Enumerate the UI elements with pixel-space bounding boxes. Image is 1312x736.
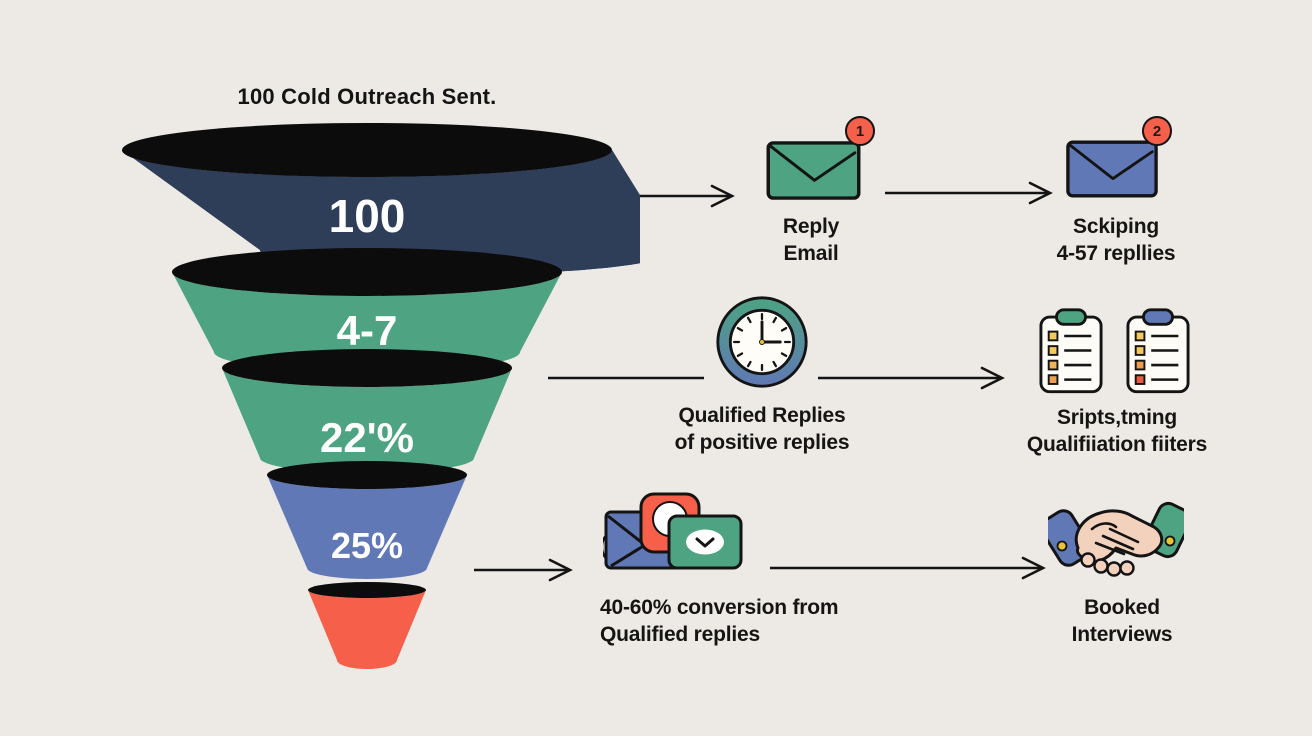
checklist-rows bbox=[1047, 330, 1092, 385]
envelope-flap bbox=[768, 144, 857, 182]
clipboard-group bbox=[1039, 308, 1190, 394]
funnel-stage-1-value: 100 bbox=[329, 190, 406, 242]
funnel-stage-5-opening bbox=[308, 582, 426, 598]
label-qualified-replies: Qualified Replies of positive replies bbox=[674, 404, 850, 454]
envelope-icon bbox=[766, 141, 861, 200]
confirm-oval bbox=[686, 529, 724, 555]
funnel-stage-3-value: 22'% bbox=[320, 414, 414, 461]
notification-badge: 1 bbox=[845, 116, 875, 146]
clasped-hands bbox=[1074, 509, 1164, 577]
clock-center-pin bbox=[759, 339, 765, 345]
envelope-icon bbox=[1066, 140, 1158, 198]
cufflink bbox=[1164, 535, 1176, 547]
cufflink bbox=[1056, 540, 1068, 552]
handshake-icon bbox=[1048, 501, 1184, 577]
knuckle bbox=[1093, 558, 1109, 574]
funnel-chart: 100 4-7 22'% 25% bbox=[122, 123, 640, 669]
badge-count: 2 bbox=[1152, 122, 1162, 140]
clock-ticks bbox=[733, 313, 791, 371]
funnel-stage-4-value: 25% bbox=[331, 525, 403, 566]
funnel-stage-1-opening bbox=[122, 123, 612, 177]
label-scripts-timing: Sripts,tming Qualifiiation fiiters bbox=[1026, 406, 1208, 456]
knuckle bbox=[1106, 561, 1122, 577]
chevron-down-icon bbox=[695, 537, 715, 548]
clipboard-checklist-icon bbox=[1126, 308, 1190, 394]
envelope-fold bbox=[610, 543, 646, 568]
funnel-stage-2-value: 4-7 bbox=[337, 307, 398, 354]
funnel-stage-4-opening bbox=[267, 461, 467, 489]
thumb-line bbox=[1090, 522, 1118, 531]
funnel-stage-1 bbox=[122, 150, 640, 274]
page-title: 100 Cold Outreach Sent. bbox=[237, 84, 497, 109]
clipboard-checklist-icon bbox=[1039, 308, 1103, 394]
badge-count: 1 bbox=[855, 122, 865, 140]
clipboard-clip bbox=[1055, 308, 1087, 326]
inbox-notification-icon bbox=[603, 492, 743, 570]
notification-badge: 2 bbox=[1142, 116, 1172, 146]
knuckle bbox=[1080, 552, 1096, 568]
knuckle bbox=[1119, 560, 1135, 576]
label-reply-email: Reply Email bbox=[782, 215, 840, 265]
funnel-stage-3-opening bbox=[222, 349, 512, 387]
label-conversion: 40-60% conversion from Qualified replies bbox=[600, 596, 839, 646]
funnel-stage-4 bbox=[267, 475, 467, 579]
label-booked-interviews: Booked Interviews bbox=[1071, 596, 1173, 646]
label-skipping-replies: Sckiping 4-57 repllies bbox=[1056, 215, 1176, 265]
funnel-stage-2 bbox=[172, 272, 562, 372]
funnel-stage-5 bbox=[308, 590, 426, 669]
funnel-stage-3 bbox=[222, 368, 512, 473]
envelope-flap bbox=[1068, 143, 1154, 181]
clipboard-clip bbox=[1142, 308, 1174, 326]
funnel-stage-2-opening bbox=[172, 248, 562, 296]
clock-icon bbox=[716, 296, 808, 388]
checklist-rows bbox=[1134, 330, 1179, 385]
